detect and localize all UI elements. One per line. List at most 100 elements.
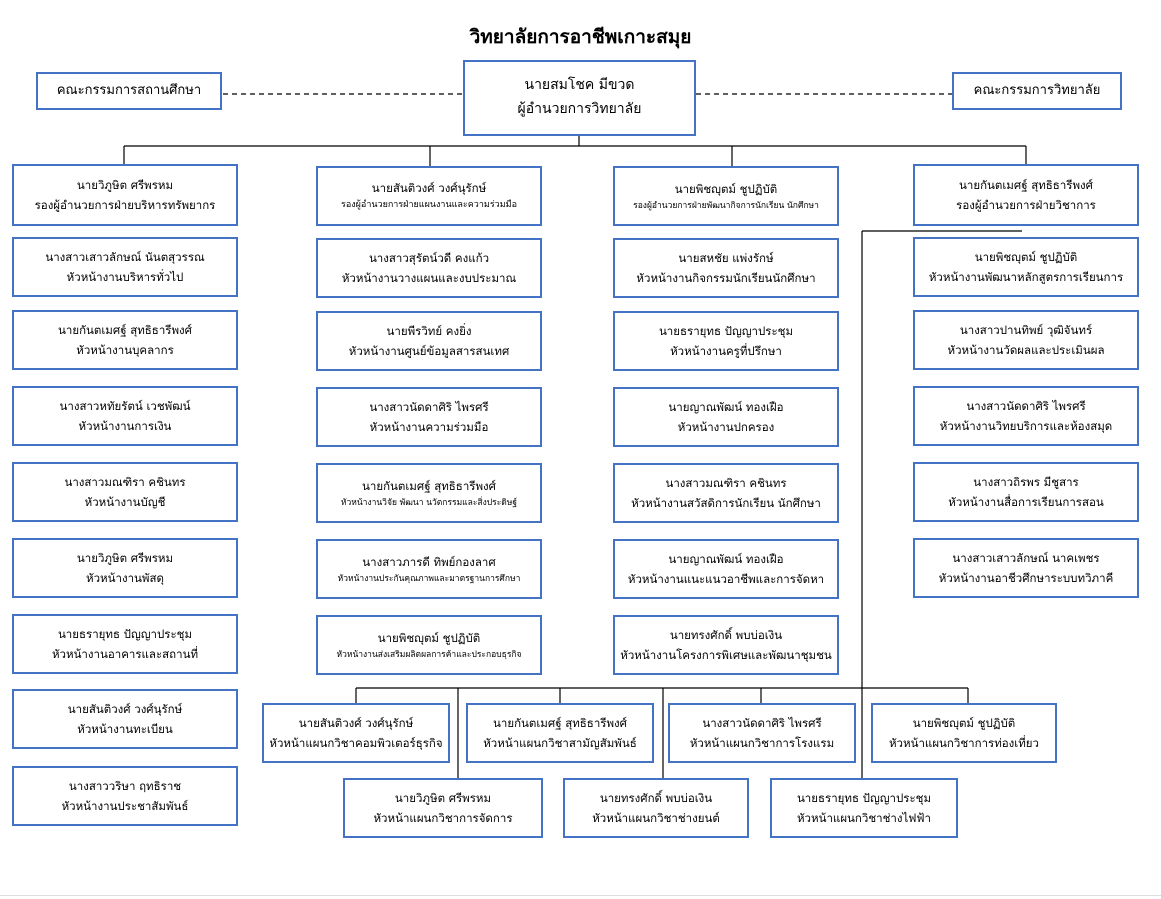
chart-title: วิทยาลัยการอาชีพเกาะสมุย: [469, 26, 692, 48]
unit-head-name: นางสาวหทัยรัตน์ เวชพัฒน์: [59, 398, 191, 413]
department-box: นายทรงศักดิ์ พบบ่อเงิน หัวหน้าแผนกวิชาช่…: [563, 778, 749, 838]
department-box: นางสาวนัดดาศิริ ไพรศรี หัวหน้าแผนกวิชากา…: [668, 703, 856, 763]
unit-head-name: นายกันตเมศฐ์ สุทธิธารีพงศ์: [58, 322, 192, 337]
unit-box: นางสาวปานทิพย์ วุฒิจันทร์ หัวหน้างานวัดผ…: [913, 310, 1139, 370]
deputy-role: รองผู้อำนวยการฝ่ายแผนงานและความร่วมมือ: [341, 200, 517, 211]
unit-role: หัวหน้างานประชาสัมพันธ์: [61, 799, 189, 813]
unit-box: นายทรงศักดิ์ พบบ่อเงิน หัวหน้างานโครงการ…: [613, 615, 839, 675]
department-head-name: นางสาวนัดดาศิริ ไพรศรี: [702, 715, 822, 730]
unit-role: หัวหน้างานกิจกรรมนักเรียนนักศึกษา: [636, 271, 816, 285]
unit-role: หัวหน้างานความร่วมมือ: [369, 420, 489, 434]
unit-box: นางสาววริษา ฤทธิราช หัวหน้างานประชาสัมพั…: [12, 766, 238, 826]
department-head-name: นายพิชญุตม์ ชูปฏิบัติ: [912, 715, 1016, 730]
school-committee-box: คณะกรรมการสถานศึกษา: [36, 72, 222, 110]
unit-head-name: นางสาวถิรพร มีชูสาร: [973, 474, 1079, 489]
unit-role: หัวหน้างานทะเบียน: [77, 722, 173, 736]
unit-box: นายธรายุทธ ปัญญาประชุม หัวหน้างานอาคารแล…: [12, 614, 238, 674]
unit-head-name: นายวิภูษิต ศรีพรหม: [76, 550, 174, 565]
unit-head-name: นายพิชญุตม์ ชูปฏิบัติ: [974, 249, 1078, 264]
unit-head-name: นายทรงศักดิ์ พบบ่อเงิน: [669, 627, 783, 642]
department-box: นายกันตเมศฐ์ สุทธิธารีพงศ์ หัวหน้าแผนกวิ…: [466, 703, 654, 763]
unit-box: นายญาณพัฒน์ ทองเฝือ หัวหน้างานแนะแนวอาชี…: [613, 539, 839, 599]
deputy-role: รองผู้อำนวยการฝ่ายพัฒนากิจการนักเรียน นั…: [633, 200, 819, 211]
unit-head-name: นางสาวเสาวลักษณ์ นันตสุวรรณ: [45, 249, 205, 264]
unit-head-name: นายสันติวงศ์ วงศ์นุรักษ์: [67, 701, 183, 716]
unit-box: นางสาวสุรัตน์วดี คงแก้ว หัวหน้างานวางแผน…: [316, 238, 542, 298]
unit-role: หัวหน้างานครูที่ปรึกษา: [670, 344, 782, 358]
unit-head-name: นายกันตเมศฐ์ สุทธิธารีพงศ์: [362, 478, 496, 493]
department-role: หัวหน้าแผนกวิชาการจัดการ: [373, 811, 513, 825]
unit-role: หัวหน้างานสื่อการเรียนการสอน: [948, 495, 1104, 509]
unit-head-name: นายธรายุทธ ปัญญาประชุม: [57, 626, 193, 641]
unit-role: หัวหน้างานการเงิน: [78, 419, 172, 433]
unit-head-name: นายสหชัย แพ่งรักษ์: [678, 250, 774, 265]
deputy-student-affairs-box: นายพิชญุตม์ ชูปฏิบัติ รองผู้อำนวยการฝ่าย…: [613, 166, 839, 226]
unit-role: หัวหน้างานปกครอง: [677, 420, 775, 434]
unit-role: หัวหน้างานวางแผนและงบประมาณ: [341, 271, 517, 285]
deputy-name: นายวิภูษิต ศรีพรหม: [76, 177, 174, 192]
unit-box: นายวิภูษิต ศรีพรหม หัวหน้างานพัสดุ: [12, 538, 238, 598]
unit-role: หัวหน้างานแนะแนวอาชีพและการจัดหา: [627, 572, 825, 586]
deputy-academic-box: นายกันตเมศฐ์ สุทธิธารีพงศ์ รองผู้อำนวยกา…: [913, 164, 1139, 226]
department-head-name: นายวิภูษิต ศรีพรหม: [394, 790, 492, 805]
unit-box: นายสหชัย แพ่งรักษ์ หัวหน้างานกิจกรรมนักเ…: [613, 238, 839, 298]
unit-role: หัวหน้างานวัดผลและประเมินผล: [947, 343, 1105, 357]
department-box: นายธรายุทธ ปัญญาประชุม หัวหน้าแผนกวิชาช่…: [770, 778, 958, 838]
unit-role: หัวหน้างานวิทยบริการและห้องสมุด: [939, 419, 1113, 433]
department-head-name: นายทรงศักดิ์ พบบ่อเงิน: [599, 790, 713, 805]
director-role: ผู้อำนวยการวิทยาลัย: [517, 101, 642, 117]
department-box: นายพิชญุตม์ ชูปฏิบัติ หัวหน้าแผนกวิชาการ…: [871, 703, 1057, 763]
department-role: หัวหน้าแผนกวิชาช่างไฟฟ้า: [796, 811, 932, 825]
director-box: นายสมโชค มีขวด ผู้อำนวยการวิทยาลัย: [463, 60, 696, 136]
department-role: หัวหน้าแผนกวิชาช่างยนต์: [592, 811, 720, 825]
unit-role: หัวหน้างานประกันคุณภาพและมาตรฐานการศึกษา: [337, 573, 521, 584]
deputy-role: รองผู้อำนวยการฝ่ายบริหารทรัพยากร: [34, 198, 216, 212]
department-role: หัวหน้าแผนกวิชาคอมพิวเตอร์ธุรกิจ: [269, 736, 443, 750]
unit-head-name: นางสาวภารดี ทิพย์กองลาศ: [362, 554, 496, 569]
department-head-name: นายสันติวงศ์ วงศ์นุรักษ์: [298, 715, 414, 730]
unit-head-name: นายธรายุทธ ปัญญาประชุม: [658, 323, 794, 338]
unit-head-name: นายญาณพัฒน์ ทองเฝือ: [668, 399, 784, 414]
unit-box: นายพิชญุตม์ ชูปฏิบัติ หัวหน้างานพัฒนาหลั…: [913, 237, 1139, 297]
unit-head-name: นางสาวนัดดาศิริ ไพรศรี: [966, 398, 1086, 413]
unit-head-name: นายพิชญุตม์ ชูปฏิบัติ: [377, 630, 481, 645]
unit-role: หัวหน้างานอาคารและสถานที่: [51, 647, 199, 661]
department-role: หัวหน้าแผนกวิชาการท่องเที่ยว: [888, 736, 1040, 750]
bottom-divider: [0, 895, 1161, 896]
unit-box: นางสาวเสาวลักษณ์ นันตสุวรรณ หัวหน้างานบร…: [12, 237, 238, 297]
unit-role: หัวหน้างานพัฒนาหลักสูตรการเรียนการ: [928, 270, 1124, 284]
school-committee-label: คณะกรรมการสถานศึกษา: [56, 82, 202, 98]
unit-role: หัวหน้างานพัสดุ: [86, 571, 164, 585]
unit-head-name: นางสาวนัดดาศิริ ไพรศรี: [369, 399, 489, 414]
unit-role: หัวหน้างานอาชีวศึกษาระบบทวิภาคี: [938, 571, 1114, 585]
college-committee-box: คณะกรรมการวิทยาลัย: [952, 72, 1122, 110]
unit-head-name: นายญาณพัฒน์ ทองเฝือ: [668, 551, 784, 566]
unit-role: หัวหน้างานสวัสดิการนักเรียน นักศึกษา: [631, 496, 821, 510]
unit-role: หัวหน้างานบุคลากร: [76, 343, 174, 357]
unit-box: นายสันติวงศ์ วงศ์นุรักษ์ หัวหน้างานทะเบี…: [12, 689, 238, 749]
unit-box: นายญาณพัฒน์ ทองเฝือ หัวหน้างานปกครอง: [613, 387, 839, 447]
unit-box: นางสาวหทัยรัตน์ เวชพัฒน์ หัวหน้างานการเง…: [12, 386, 238, 446]
director-name: นายสมโชค มีขวด: [524, 77, 635, 94]
unit-role: หัวหน้างานส่งเสริมผลิตผลการค้าและประกอบธ…: [336, 649, 522, 660]
department-head-name: นายธรายุทธ ปัญญาประชุม: [796, 790, 932, 805]
unit-box: นายธรายุทธ ปัญญาประชุม หัวหน้างานครูที่ป…: [613, 311, 839, 371]
deputy-planning-box: นายสันติวงศ์ วงศ์นุรักษ์ รองผู้อำนวยการฝ…: [316, 166, 542, 226]
unit-head-name: นางสาวมณฑิรา คชินทร: [64, 474, 186, 489]
unit-role: หัวหน้างานโครงการพิเศษและพัฒนาชุมชน: [620, 648, 832, 662]
unit-box: นายกันตเมศฐ์ สุทธิธารีพงศ์ หัวหน้างานบุค…: [12, 310, 238, 370]
deputy-name: นายกันตเมศฐ์ สุทธิธารีพงศ์: [959, 177, 1093, 192]
deputy-name: นายสันติวงศ์ วงศ์นุรักษ์: [371, 181, 487, 196]
unit-role: หัวหน้างานวิจัย พัฒนา นวัตกรรมและสิ่งประ…: [340, 497, 518, 508]
unit-box: นายพีรวิทย์ คงยิ่ง หัวหน้างานศูนย์ข้อมูล…: [316, 311, 542, 371]
department-box: นายวิภูษิต ศรีพรหม หัวหน้าแผนกวิชาการจัด…: [343, 778, 543, 838]
department-head-name: นายกันตเมศฐ์ สุทธิธารีพงศ์: [493, 715, 627, 730]
unit-box: นางสาวนัดดาศิริ ไพรศรี หัวหน้างานวิทยบริ…: [913, 386, 1139, 446]
college-committee-label: คณะกรรมการวิทยาลัย: [973, 82, 1101, 98]
unit-box: นางสาวมณฑิรา คชินทร หัวหน้างานบัญชี: [12, 462, 238, 522]
deputy-name: นายพิชญุตม์ ชูปฏิบัติ: [674, 181, 778, 196]
unit-box: นางสาวถิรพร มีชูสาร หัวหน้างานสื่อการเรี…: [913, 462, 1139, 522]
deputy-role: รองผู้อำนวยการฝ่ายวิชาการ: [956, 198, 1096, 212]
